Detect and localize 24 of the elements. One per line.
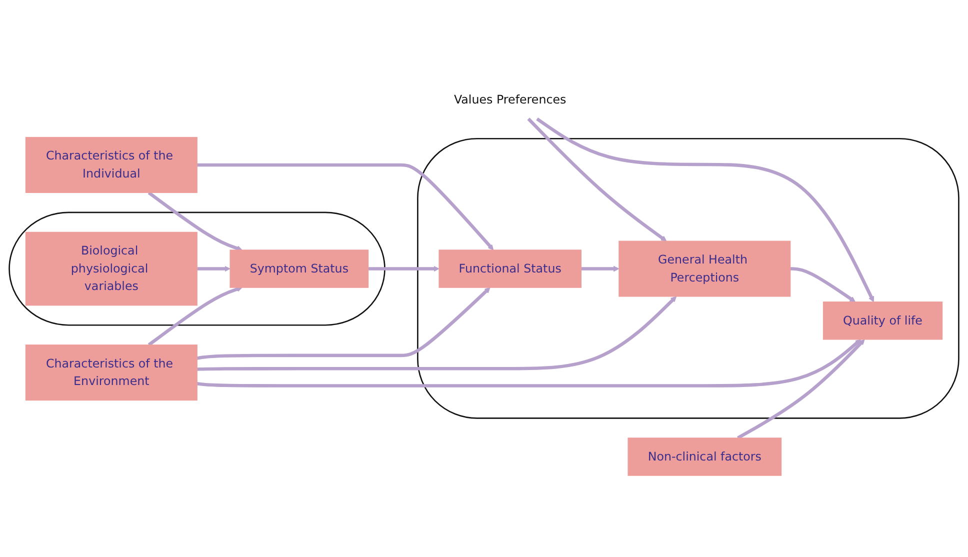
arrow — [196, 287, 490, 360]
cluster — [417, 138, 960, 419]
arrow — [148, 286, 242, 346]
node-box: Biological physiological variables — [25, 232, 198, 306]
node-box: Quality of life — [822, 302, 943, 340]
node-box: Symptom Status — [230, 250, 369, 288]
arrow — [527, 118, 667, 242]
arrow — [581, 266, 620, 272]
node-box: Functional Status — [438, 250, 582, 288]
cluster — [8, 212, 386, 326]
node-box: Characteristics of the Environment — [25, 344, 198, 401]
node-box: Characteristics of the Individual — [25, 137, 198, 194]
arrow — [368, 266, 440, 272]
node-box: General Health Perceptions — [618, 240, 791, 297]
arrow — [790, 267, 856, 302]
arrow — [196, 339, 862, 388]
node-box: Non-clinical factors — [628, 438, 782, 476]
arrow — [737, 339, 865, 440]
arrow — [197, 296, 677, 371]
arrow — [197, 266, 230, 272]
node-text: Values Preferences — [454, 93, 566, 108]
arrow — [148, 191, 242, 252]
arrow — [197, 163, 494, 250]
arrow — [536, 118, 874, 302]
